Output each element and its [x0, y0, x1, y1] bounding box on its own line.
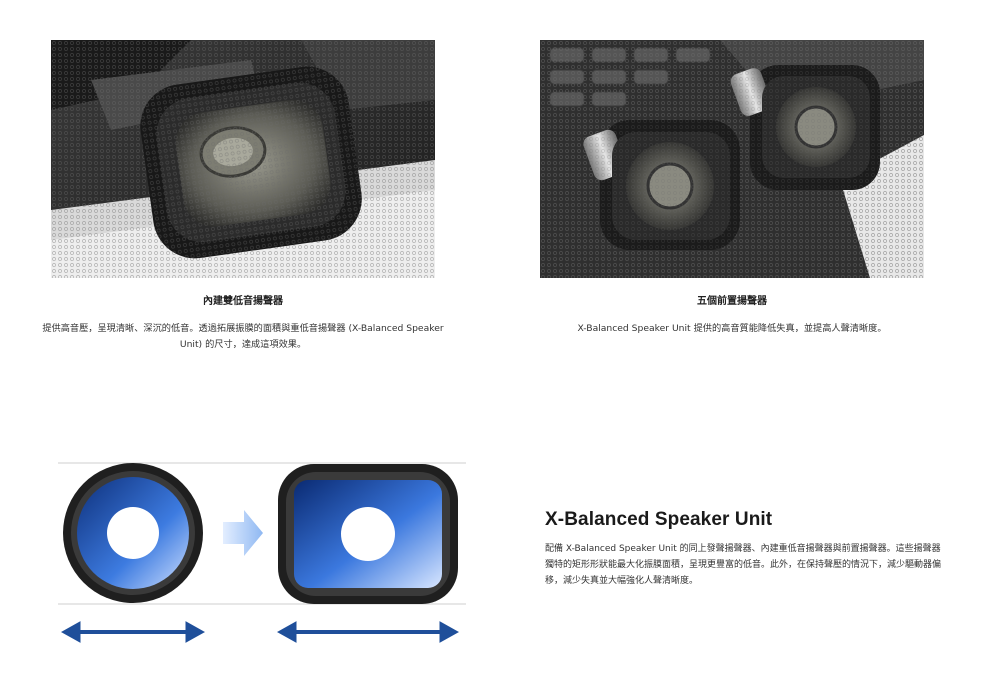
subwoofer-description: 提供高音壓，呈現清晰、深沉的低音。透過拓展振膜的面積與重低音揚聲器 (X-Bal…	[42, 323, 444, 350]
rectangular-speaker-icon	[278, 464, 458, 604]
speaker-shape-comparison	[58, 462, 466, 643]
transition-arrow-icon	[223, 510, 263, 556]
round-width-arrow-icon	[60, 621, 206, 643]
front-speakers-caption: 五個前置揚聲器	[697, 296, 767, 307]
subwoofer-photo	[51, 40, 435, 278]
xbalanced-description: 配備 X-Balanced Speaker Unit 的同上發聲揚聲器、內建重低…	[545, 544, 942, 586]
xbalanced-title: X-Balanced Speaker Unit	[545, 509, 773, 530]
subwoofer-caption: 內建雙低音揚聲器	[203, 296, 283, 307]
xbalanced-diagram	[58, 462, 468, 652]
front-speakers-description: X-Balanced Speaker Unit 提供的高音質能降低失真，並提高人…	[577, 323, 887, 334]
rectangular-width-arrow-icon	[276, 621, 460, 643]
subwoofer-illustration	[51, 40, 435, 278]
front-speakers-photo	[540, 40, 924, 278]
round-speaker-icon	[63, 463, 203, 603]
front-speakers-illustration	[540, 40, 924, 278]
